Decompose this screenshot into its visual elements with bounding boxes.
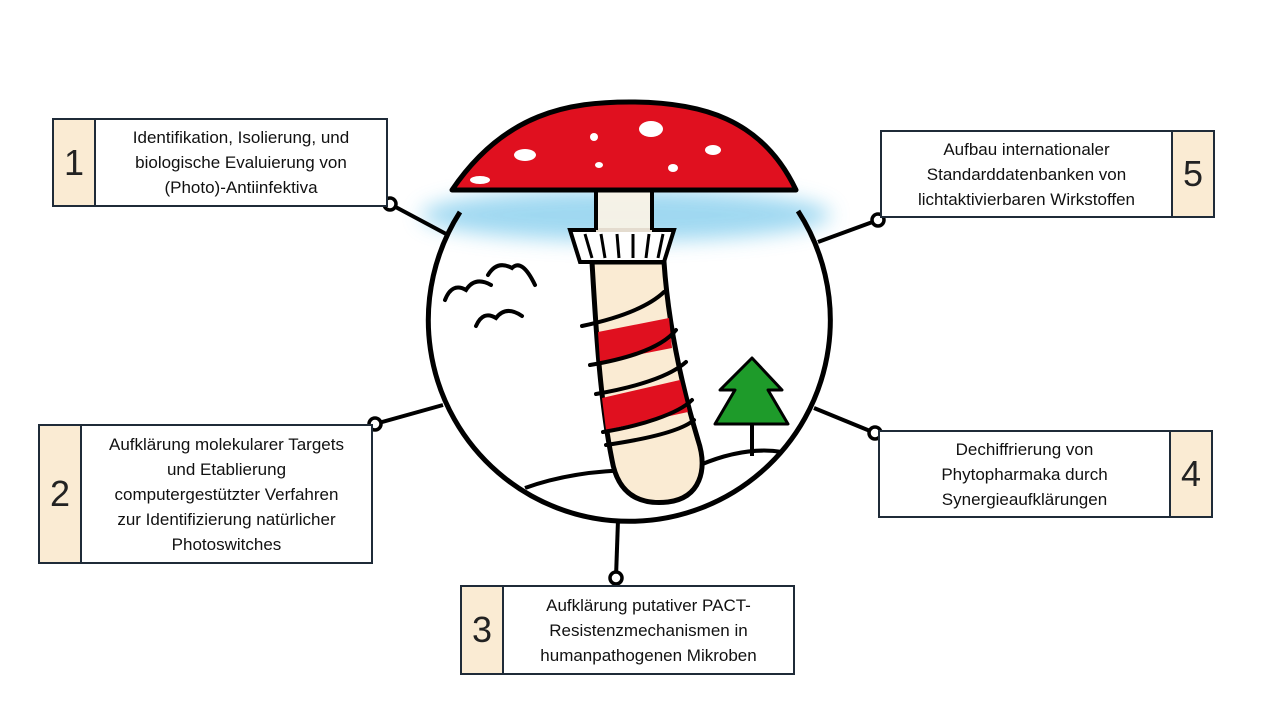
info-box-1: 1 Identifikation, Isolierung, und biolog… (52, 118, 388, 207)
box-number: 2 (40, 426, 82, 562)
info-box-2: 2 Aufklärung molekularer Targets und Eta… (38, 424, 373, 564)
mushroom-cap (449, 99, 799, 193)
box-text: Aufklärung putativer PACT- Resistenzmech… (540, 595, 757, 665)
connectors (374, 202, 879, 578)
box-text: Dechiffrierung von Phytopharmaka durch S… (941, 439, 1108, 509)
stem-neck (596, 192, 652, 232)
box-number: 1 (54, 120, 96, 205)
box-text: Identifikation, Isolierung, und biologis… (132, 128, 350, 197)
info-box-5: Aufbau internationaler Standarddatenbank… (880, 130, 1215, 218)
box-text: Aufklärung molekularer Targets und Etabl… (109, 434, 344, 554)
info-box-3: 3 Aufklärung putativer PACT- Resistenzme… (460, 585, 795, 675)
box-text: Aufbau internationaler Standarddatenbank… (918, 139, 1135, 209)
box-number: 4 (1169, 432, 1211, 516)
cap-spots (470, 121, 721, 184)
birds-icon (443, 263, 537, 328)
stem-spiral-lines (580, 290, 696, 447)
fir-tree-icon (713, 356, 790, 456)
stem-stripes (598, 318, 688, 430)
box-number: 3 (462, 587, 504, 673)
ground-hill-right (699, 448, 783, 467)
info-box-4: Dechiffrierung von Phytopharmaka durch S… (878, 430, 1213, 518)
box-number: 5 (1171, 132, 1213, 216)
scene-circle (425, 209, 833, 524)
